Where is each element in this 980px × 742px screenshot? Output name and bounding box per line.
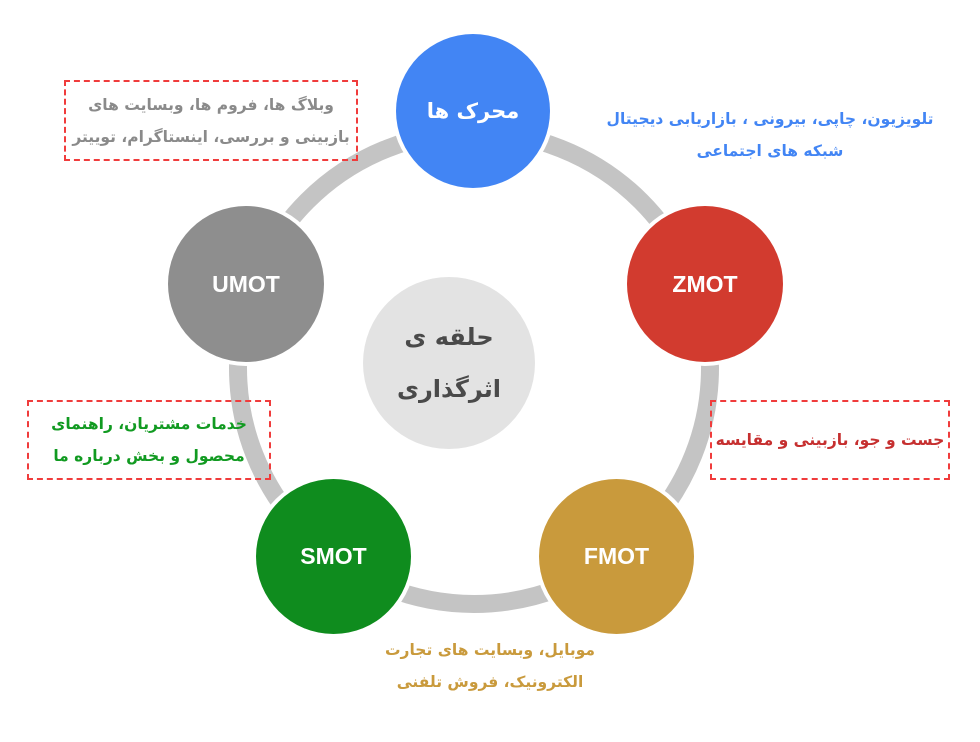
note-fmot-line2: الکترونیک، فروش تلفنی	[396, 673, 584, 691]
note-umot-line2: بازبینی و بررسی، اینستاگرام، توییتر	[72, 127, 350, 146]
note-smot-line1: خدمات مشتریان، راهنمای	[51, 415, 247, 433]
note-drivers-line1: تلویزیون، چاپی، بیرونی ، بازاریابی دیجیت…	[606, 110, 934, 128]
center-title-line2: اثرگذاری	[396, 375, 502, 403]
center-title-line1: حلقه ی	[404, 323, 494, 351]
note-zmot: جست و جو، بازبینی و مقایسه	[710, 400, 950, 480]
note-umot-line1: وبلاگ ها، فروم ها، وبسایت های	[88, 95, 334, 114]
node-umot-label: UMOT	[212, 270, 280, 297]
note-fmot-line1: موبایل، وبسایت های تجارت	[384, 641, 596, 659]
node-zmot-label: ZMOT	[672, 270, 738, 297]
node-drivers-label: محرک ها	[426, 99, 520, 123]
node-zmot: ZMOT	[627, 206, 783, 362]
note-smot-line2: محصول و بخش درباره ما	[53, 447, 245, 465]
node-fmot: FMOT	[539, 479, 694, 634]
note-umot: وبلاگ ها، فروم ها، وبسایت های بازبینی و …	[64, 80, 358, 161]
center-hub: حلقه ی اثرگذاری	[363, 277, 535, 449]
note-smot: خدمات مشتریان، راهنمای محصول و بخش دربار…	[27, 400, 271, 480]
node-fmot-label: FMOT	[583, 543, 650, 569]
node-smot-label: SMOT	[300, 543, 367, 569]
note-drivers: تلویزیون، چاپی، بیرونی ، بازاریابی دیجیت…	[590, 98, 950, 172]
note-zmot-line1: جست و جو، بازبینی و مقایسه	[715, 431, 945, 449]
note-drivers-line2: شبکه های اجتماعی	[696, 142, 844, 160]
node-umot: UMOT	[168, 206, 324, 362]
node-smot: SMOT	[256, 479, 411, 634]
node-drivers: محرک ها	[396, 34, 550, 188]
note-fmot: موبایل، وبسایت های تجارت الکترونیک، فروش…	[345, 630, 635, 702]
